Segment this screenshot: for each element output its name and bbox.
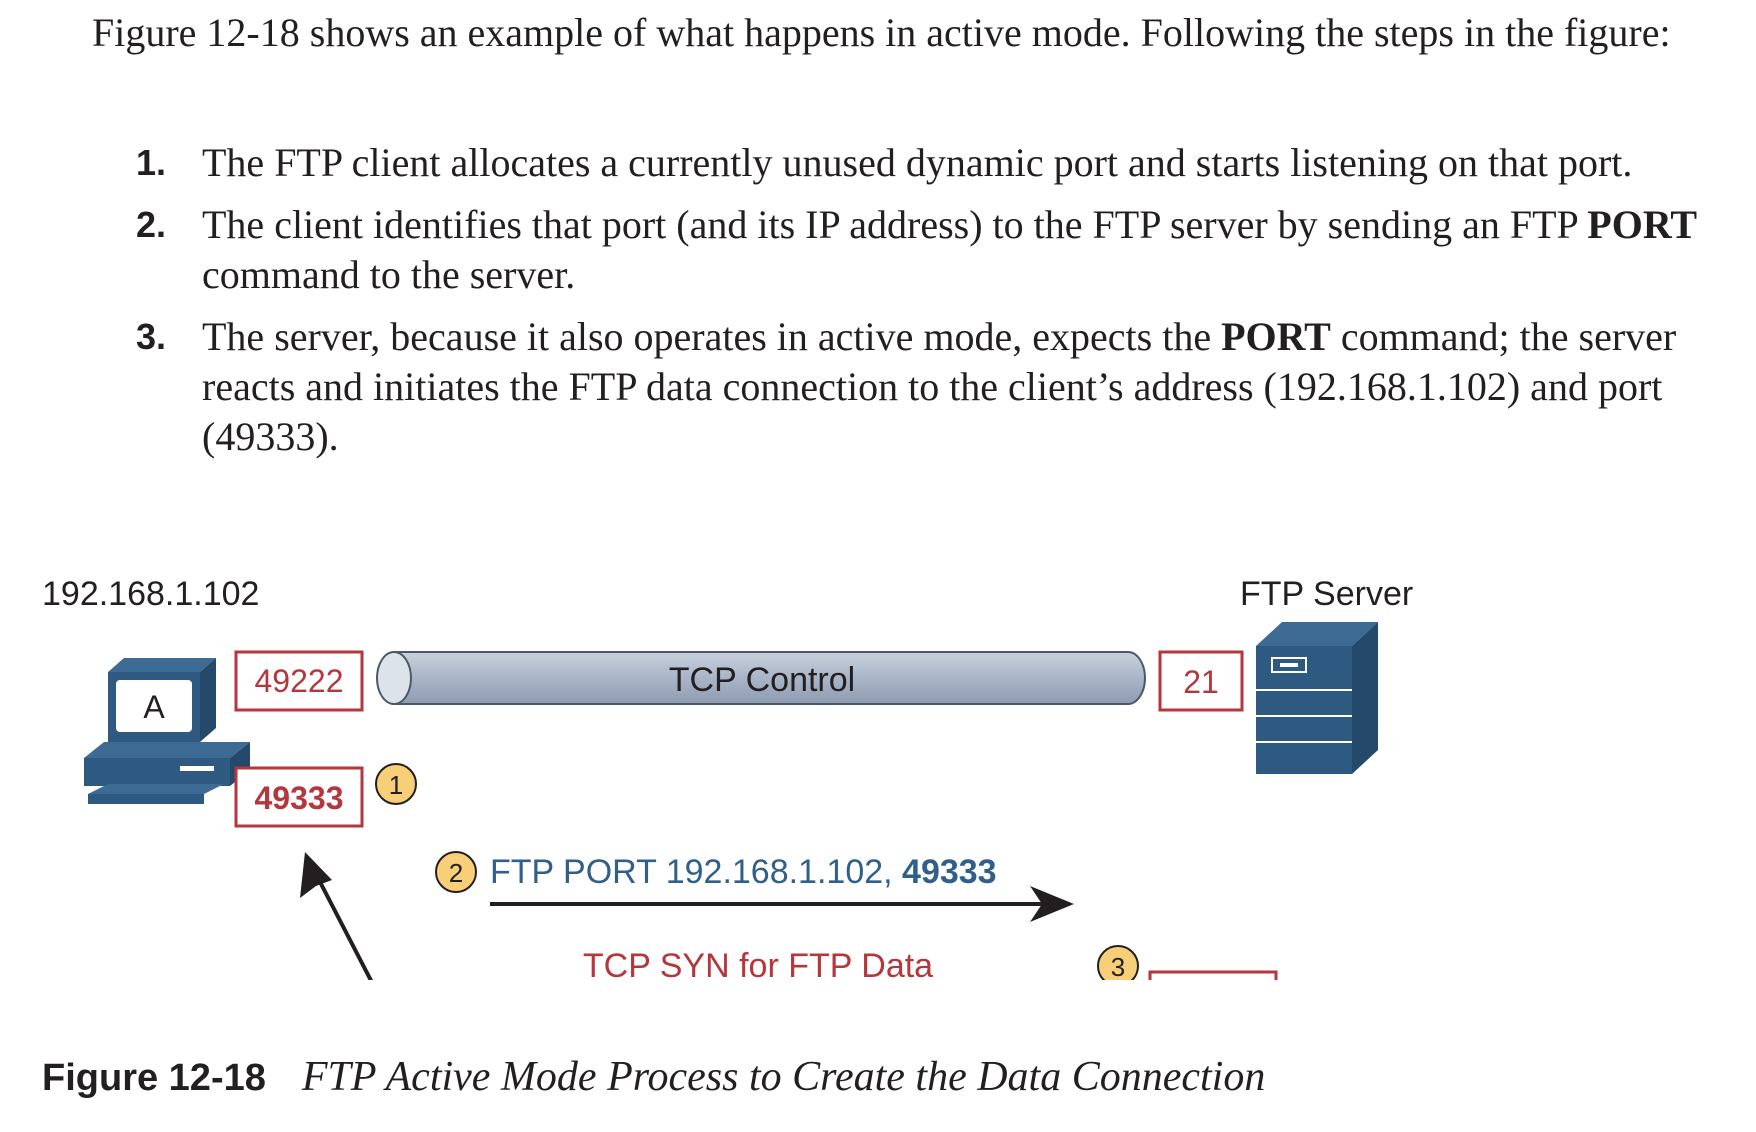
step-3-marker xyxy=(1097,945,1139,980)
step-3-marker-number: 3 xyxy=(1111,952,1125,980)
step-3-text: The server, because it also operates in … xyxy=(202,312,1722,462)
step-3: 3. The server, because it also operates … xyxy=(0,312,1756,462)
step-3-text-pre: The server, because it also operates in … xyxy=(202,314,1222,359)
step-2-marker-number: 2 xyxy=(449,858,463,888)
step-1-text: The FTP client allocates a currently unu… xyxy=(202,140,1633,185)
step-1-marker-number: 1 xyxy=(389,770,403,800)
ftp-active-mode-figure: 192.168.1.102 FTP Server A 49222 49333 1 xyxy=(0,560,1756,980)
figure-caption-label: Figure 12-18 xyxy=(42,1057,266,1099)
client-screen-letter: A xyxy=(143,689,165,725)
client-data-port: 49333 xyxy=(255,780,344,816)
port-command-port: 49333 xyxy=(902,853,997,891)
step-3-text-post: command; the server reacts and initiates… xyxy=(202,314,1677,459)
port-command-prefix: FTP PORT 192.168.1.102, xyxy=(490,853,902,891)
step-2-text-pre: The client identifies that port (and its… xyxy=(202,202,1588,247)
client-control-port-box xyxy=(234,650,364,712)
server-data-port-box xyxy=(1148,970,1278,980)
step-2-marker xyxy=(435,851,477,893)
syn-label: TCP SYN for FTP Data xyxy=(583,947,933,980)
step-1-number: 1. xyxy=(136,142,167,183)
step-2-number: 2. xyxy=(136,204,167,245)
ftp-diagram: 192.168.1.102 FTP Server A 49222 49333 1 xyxy=(42,575,1413,980)
port-command-arrowhead xyxy=(1030,886,1074,922)
server-control-port: 21 xyxy=(1183,664,1219,700)
syn-arrowhead xyxy=(300,852,332,898)
server-tower-icon xyxy=(1256,622,1378,774)
ftp-server-label: FTP Server xyxy=(1240,575,1413,613)
step-2: 2. The client identifies that port (and … xyxy=(0,200,1756,300)
tcp-control-tunnel xyxy=(376,651,1146,705)
client-computer-icon: A xyxy=(84,658,250,804)
client-ip-label: 192.168.1.102 xyxy=(42,575,259,613)
steps-list: 1. The FTP client allocates a currently … xyxy=(0,138,1756,462)
server-control-port-box xyxy=(1158,650,1244,712)
figure-caption-title: FTP Active Mode Process to Create the Da… xyxy=(301,1054,1266,1100)
syn-arrow-line xyxy=(316,877,373,980)
step-1-marker xyxy=(375,763,417,805)
client-control-port: 49222 xyxy=(255,663,344,699)
port-command-label: FTP PORT 192.168.1.102, 49333 xyxy=(490,853,997,891)
step-1: 1. The FTP client allocates a currently … xyxy=(0,138,1756,188)
intro-paragraph: Figure 12-18 shows an example of what ha… xyxy=(92,10,1671,55)
step-3-number: 3. xyxy=(136,316,167,357)
step-2-port-keyword: PORT xyxy=(1587,202,1698,247)
step-3-port-keyword: PORT xyxy=(1221,314,1331,359)
tunnel-label: TCP Control xyxy=(669,661,855,699)
step-2-text: The client identifies that port (and its… xyxy=(202,200,1722,300)
figure-caption: Figure 12-18 FTP Active Mode Process to C… xyxy=(42,1052,1265,1103)
step-2-text-post: command to the server. xyxy=(202,252,576,297)
client-data-port-box xyxy=(234,766,364,828)
